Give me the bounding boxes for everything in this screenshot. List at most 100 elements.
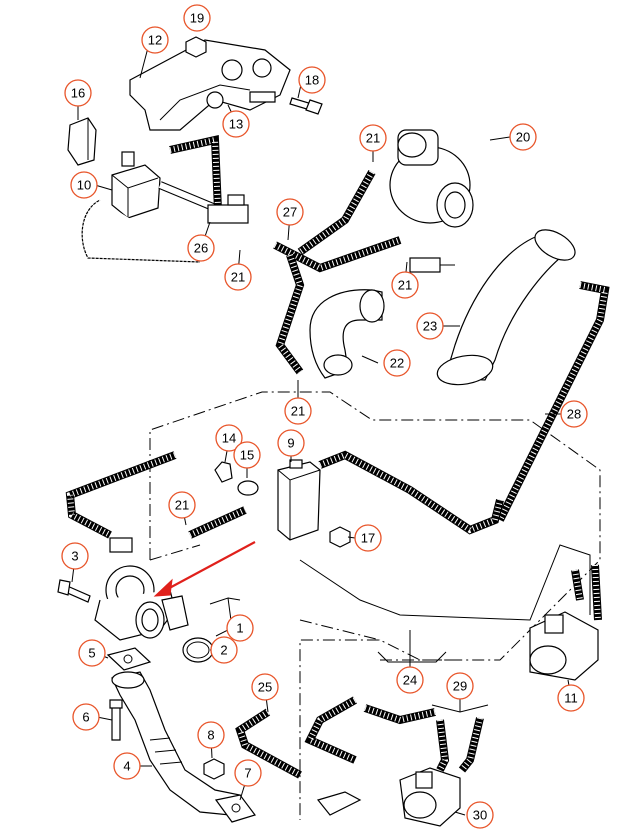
svg-text:5: 5 bbox=[88, 646, 95, 661]
nut-8 bbox=[203, 758, 225, 780]
damper-14 bbox=[214, 461, 233, 483]
svg-text:30: 30 bbox=[473, 808, 487, 823]
vacuum-hose-25 bbox=[235, 696, 436, 816]
svg-text:23: 23 bbox=[423, 319, 437, 334]
callout-15: 15 bbox=[233, 441, 261, 469]
callout-19: 19 bbox=[183, 4, 211, 32]
callout-12: 12 bbox=[141, 26, 169, 54]
svg-text:25: 25 bbox=[258, 680, 272, 695]
egr-valve bbox=[94, 565, 189, 641]
bracket-24 bbox=[377, 630, 447, 663]
callout-21-c: 21 bbox=[391, 271, 419, 299]
highlight-arrow bbox=[153, 541, 256, 597]
svg-text:11: 11 bbox=[564, 691, 578, 706]
callout-labels: 19 12 18 16 13 20 21 10 27 26 21 21 23 2… bbox=[61, 4, 588, 829]
turbocharger bbox=[389, 129, 474, 228]
solenoid-valve-10 bbox=[111, 151, 161, 219]
nut-17 bbox=[329, 526, 351, 548]
vacuum-hose-21-mid bbox=[188, 506, 247, 539]
callout-27: 27 bbox=[276, 198, 304, 226]
vacuum-hose-middle bbox=[65, 450, 504, 553]
vacuum-hose-right bbox=[273, 236, 455, 273]
intake-pipe-22 bbox=[309, 289, 385, 379]
callout-18: 18 bbox=[298, 66, 326, 94]
svg-text:7: 7 bbox=[244, 766, 251, 781]
svg-text:27: 27 bbox=[283, 205, 297, 220]
engine-outline bbox=[149, 391, 601, 820]
svg-text:12: 12 bbox=[148, 33, 162, 48]
nut-19 bbox=[185, 36, 207, 58]
sleeve-15 bbox=[237, 480, 259, 496]
gasket-7 bbox=[214, 794, 256, 823]
svg-text:21: 21 bbox=[291, 404, 305, 419]
svg-text:15: 15 bbox=[240, 448, 254, 463]
callout-21-b: 21 bbox=[224, 263, 252, 291]
bracket-16 bbox=[67, 117, 97, 166]
callout-16: 16 bbox=[64, 79, 92, 107]
vacuum-hose-down bbox=[275, 253, 305, 375]
bolt-18 bbox=[289, 97, 323, 115]
callout-5: 5 bbox=[78, 639, 106, 667]
callout-30: 30 bbox=[466, 801, 494, 829]
callout-29: 29 bbox=[446, 672, 474, 700]
callout-9: 9 bbox=[277, 429, 305, 457]
callout-24: 24 bbox=[396, 666, 424, 694]
bolt-3 bbox=[57, 579, 91, 603]
bracket-1 bbox=[209, 597, 241, 637]
egr-pipe-4 bbox=[111, 671, 241, 816]
svg-text:28: 28 bbox=[567, 407, 581, 422]
solenoid-valve-11 bbox=[529, 611, 599, 681]
callout-7: 7 bbox=[234, 759, 262, 787]
callout-26: 26 bbox=[187, 234, 215, 262]
svg-text:1: 1 bbox=[236, 621, 243, 636]
charge-air-pipe-23 bbox=[436, 229, 576, 386]
svg-text:6: 6 bbox=[82, 710, 89, 725]
svg-text:19: 19 bbox=[190, 11, 204, 26]
svg-text:13: 13 bbox=[229, 117, 243, 132]
callout-10: 10 bbox=[70, 171, 98, 199]
svg-text:17: 17 bbox=[361, 531, 375, 546]
callout-22: 22 bbox=[383, 349, 411, 377]
svg-text:20: 20 bbox=[516, 130, 530, 145]
vacuum-hoses-29 bbox=[431, 700, 489, 773]
svg-text:2: 2 bbox=[220, 643, 227, 658]
svg-text:24: 24 bbox=[403, 673, 417, 688]
solenoid-valve-30 bbox=[399, 767, 461, 827]
svg-text:21: 21 bbox=[366, 131, 380, 146]
hose-to-valve-11 bbox=[299, 544, 602, 621]
svg-text:10: 10 bbox=[77, 178, 91, 193]
callout-6: 6 bbox=[72, 703, 100, 731]
callout-25: 25 bbox=[251, 673, 279, 701]
callout-28: 28 bbox=[560, 400, 588, 428]
pressure-converter-9 bbox=[277, 459, 321, 541]
callout-8: 8 bbox=[197, 721, 225, 749]
svg-text:21: 21 bbox=[231, 270, 245, 285]
svg-text:29: 29 bbox=[453, 679, 467, 694]
svg-text:21: 21 bbox=[175, 498, 189, 513]
hose-assembly-26 bbox=[158, 135, 249, 224]
callout-17: 17 bbox=[354, 524, 382, 552]
callout-20: 20 bbox=[509, 123, 537, 151]
svg-text:4: 4 bbox=[123, 759, 130, 774]
vacuum-hose-21-top bbox=[297, 170, 376, 256]
svg-text:22: 22 bbox=[390, 356, 404, 371]
callout-11: 11 bbox=[557, 684, 585, 712]
vacuum-hose-28 bbox=[496, 281, 610, 522]
svg-text:16: 16 bbox=[71, 86, 85, 101]
callout-21-a: 21 bbox=[359, 124, 387, 152]
svg-text:14: 14 bbox=[222, 431, 236, 446]
svg-text:18: 18 bbox=[305, 73, 319, 88]
gasket-5 bbox=[106, 647, 152, 671]
callout-3: 3 bbox=[61, 542, 89, 570]
seal-ring-2 bbox=[182, 637, 214, 663]
svg-text:21: 21 bbox=[398, 278, 412, 293]
callout-23: 23 bbox=[416, 312, 444, 340]
svg-text:8: 8 bbox=[207, 728, 214, 743]
vacuum-hose-left bbox=[79, 197, 201, 265]
callout-13: 13 bbox=[222, 110, 250, 138]
callout-21-d: 21 bbox=[284, 397, 312, 425]
svg-text:3: 3 bbox=[71, 549, 78, 564]
callout-1: 1 bbox=[226, 614, 254, 642]
callout-2: 2 bbox=[210, 636, 238, 664]
